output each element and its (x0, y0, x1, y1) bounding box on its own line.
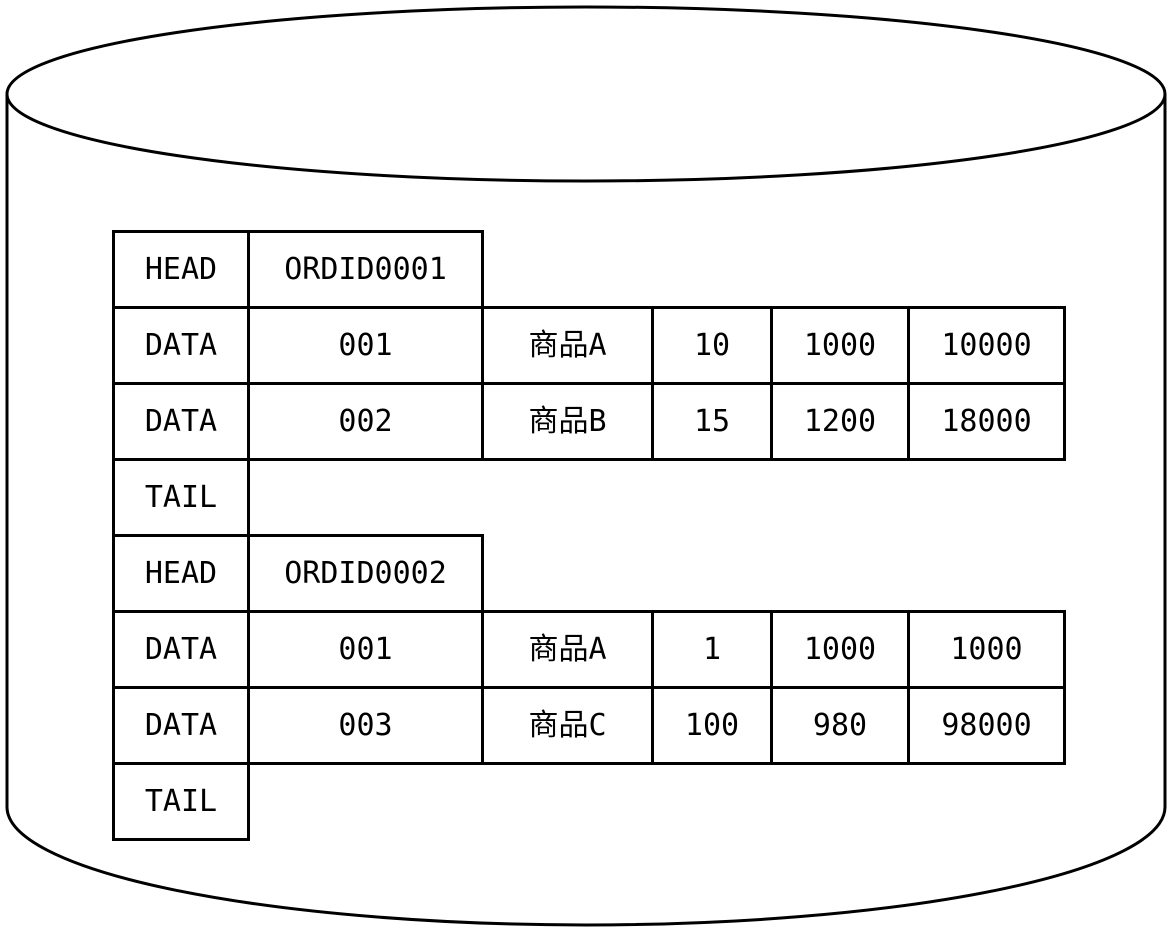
amount-cell: 98000 (907, 686, 1066, 765)
line-no-cell: 001 (247, 306, 484, 385)
cylinder-body-outline (5, 94, 1167, 927)
quantity-cell: 15 (651, 382, 773, 461)
item-name-cell: 商品A (481, 610, 654, 689)
unit-price-cell: 1000 (770, 610, 910, 689)
line-no-cell: 001 (247, 610, 484, 689)
record-type-cell: TAIL (112, 458, 250, 537)
item-name-cell: 商品A (481, 306, 654, 385)
order-id-cell: ORDID0002 (247, 534, 484, 613)
record-type-cell: TAIL (112, 762, 250, 841)
item-name-cell: 商品C (481, 686, 654, 765)
amount-cell: 18000 (907, 382, 1066, 461)
record-type-cell: DATA (112, 306, 250, 385)
cylinder-top-ellipse (5, 5, 1167, 183)
item-name-cell: 商品B (481, 382, 654, 461)
quantity-cell: 1 (651, 610, 773, 689)
order-id-cell: ORDID0001 (247, 230, 484, 309)
unit-price-cell: 980 (770, 686, 910, 765)
record-type-cell: HEAD (112, 534, 250, 613)
line-no-cell: 002 (247, 382, 484, 461)
unit-price-cell: 1000 (770, 306, 910, 385)
record-type-cell: DATA (112, 686, 250, 765)
quantity-cell: 100 (651, 686, 773, 765)
record-type-cell: HEAD (112, 230, 250, 309)
record-type-cell: DATA (112, 610, 250, 689)
unit-price-cell: 1200 (770, 382, 910, 461)
record-type-cell: DATA (112, 382, 250, 461)
quantity-cell: 10 (651, 306, 773, 385)
line-no-cell: 003 (247, 686, 484, 765)
amount-cell: 1000 (907, 610, 1066, 689)
amount-cell: 10000 (907, 306, 1066, 385)
